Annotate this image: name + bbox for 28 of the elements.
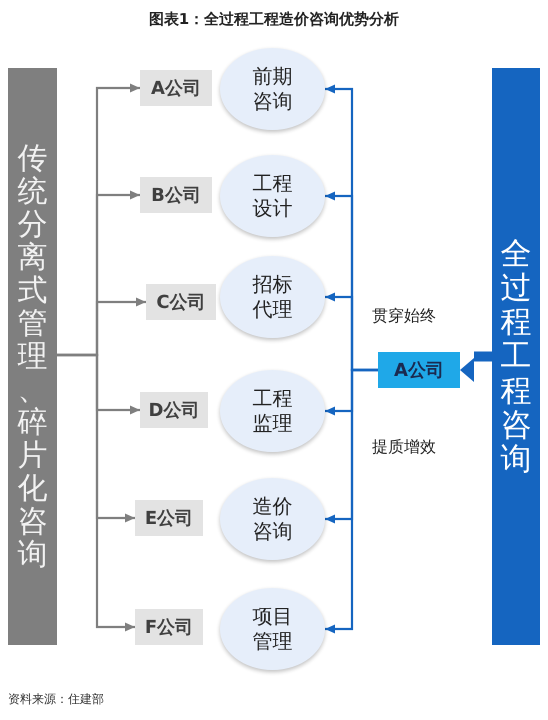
service-label: 项目管理 <box>252 604 294 654</box>
company-label: D公司 <box>148 399 200 422</box>
title: 图表1：全过程工程造价咨询优势分析 <box>148 10 400 29</box>
company-box <box>140 70 212 106</box>
annotation-text: 贯穿始终 <box>372 306 436 327</box>
company-label: E公司 <box>144 507 194 530</box>
category-bar <box>492 68 540 645</box>
company-label: F公司 <box>144 616 194 639</box>
company-box <box>146 284 216 320</box>
company-label: A公司 <box>394 359 444 382</box>
company-label: B公司 <box>151 184 201 207</box>
service-label: 工程设计 <box>252 171 294 221</box>
company-box <box>135 609 203 645</box>
company-box <box>140 177 212 213</box>
bar-label: 全过程工程咨询 <box>500 237 532 476</box>
bar-label: 传统分离式管理、碎片化咨询 <box>18 142 48 571</box>
annotation-text: 提质增效 <box>372 437 436 458</box>
company-label: C公司 <box>156 291 206 314</box>
service-label: 招标代理 <box>252 272 294 322</box>
source-note: 资料来源：住建部 <box>8 691 104 708</box>
company-box <box>140 392 208 428</box>
service-label: 造价咨询 <box>252 494 294 544</box>
category-bar <box>8 68 57 645</box>
company-label: A公司 <box>151 77 201 100</box>
service-label: 工程监理 <box>252 386 294 436</box>
service-label: 前期咨询 <box>252 64 294 114</box>
company-box <box>135 500 203 536</box>
company-box <box>378 352 460 388</box>
